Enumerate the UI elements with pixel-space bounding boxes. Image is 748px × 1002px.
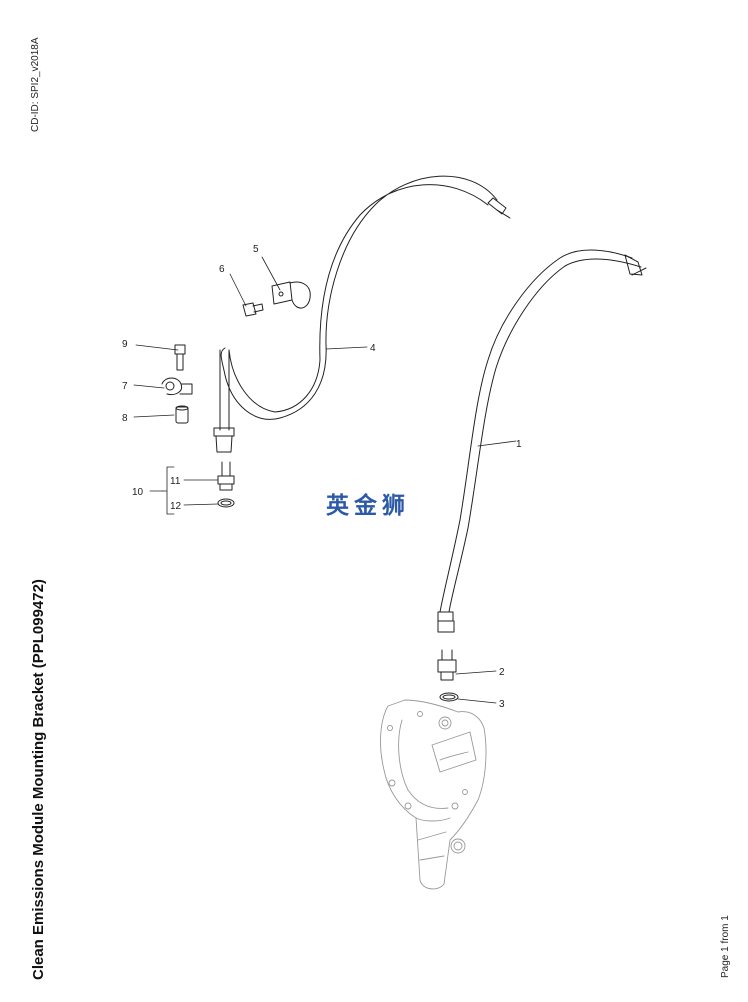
callout-4: 4: [370, 343, 376, 354]
callout-5: 5: [253, 244, 259, 255]
hose-part-1: [437, 249, 647, 633]
callout-6: 6: [219, 264, 225, 275]
watermark-logo-text: 英金狮: [326, 493, 410, 519]
spacer-part-8: [175, 405, 189, 424]
callout-3: 3: [499, 699, 505, 710]
callout-2: 2: [499, 667, 505, 678]
bolt-part-6: [242, 302, 264, 317]
bolt-part-9: [174, 344, 186, 371]
fitting-part-2: [437, 649, 457, 681]
callout-7: 7: [122, 381, 128, 392]
callout-12: 12: [170, 501, 182, 512]
clamp-part-7: [161, 377, 193, 395]
callout-10: 10: [132, 487, 144, 498]
washer-part-3: [439, 692, 459, 702]
hose-part-4: [213, 175, 511, 453]
leader-lines: [133, 256, 517, 704]
bracket-part-5: [271, 281, 311, 309]
callout-9: 9: [122, 339, 128, 350]
callout-8: 8: [122, 413, 128, 424]
washer-part-12: [217, 498, 235, 508]
fitting-part-11: [217, 461, 235, 491]
water-pump-housing: [380, 699, 487, 890]
callout-1: 1: [516, 439, 522, 450]
callout-labels: 1 2 3 4 5 6 9 7 8 10 11 12: [122, 244, 522, 710]
callout-11: 11: [170, 476, 181, 487]
